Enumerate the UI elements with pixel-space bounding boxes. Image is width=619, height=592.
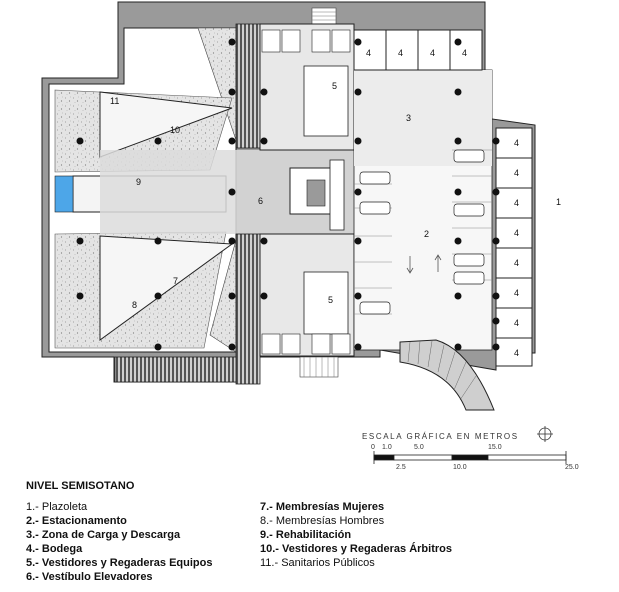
room-label-5: 5: [328, 295, 333, 305]
room-label-9: 9: [136, 177, 141, 187]
north-arrow-icon: [537, 426, 553, 442]
scale-bar: [373, 451, 567, 464]
car: [359, 201, 391, 215]
legend-title: NIVEL SEMISOTANO: [26, 480, 135, 492]
legend-item: 4.- Bodega: [26, 543, 83, 555]
car: [453, 271, 485, 285]
room-label-4: 4: [366, 48, 371, 58]
room-label-6: 6: [258, 196, 263, 206]
bodega: [495, 337, 533, 367]
ramp-north: [235, 23, 261, 149]
room-label-4: 4: [514, 168, 519, 178]
legend-left: 1.- Plazoleta 2.- Estacionamento 3.- Zon…: [26, 500, 212, 584]
room-label-7: 7: [173, 276, 178, 286]
room-label-4: 4: [514, 258, 519, 268]
legend-item: 5.- Vestidores y Regaderas Equipos: [26, 557, 213, 569]
bodega: [449, 29, 483, 71]
legend-item: 3.- Zona de Carga y Descarga: [26, 529, 181, 541]
car: [359, 301, 391, 315]
room-label-4: 4: [514, 198, 519, 208]
bodega: [495, 217, 533, 249]
room-label-2: 2: [424, 229, 429, 239]
ramp-south: [235, 233, 261, 385]
floor-plan: 1 2 3 4 4 4 4 4 4 4 4 4 4 4 4 5 5 6 7 8 …: [41, 1, 567, 464]
room-label-8: 8: [132, 300, 137, 310]
exit-ramp: [399, 339, 495, 411]
car: [453, 203, 485, 217]
room-label-4: 4: [514, 318, 519, 328]
bodega: [495, 187, 533, 219]
legend-item: 11.- Sanitarios Públicos: [260, 557, 375, 569]
scale-title: ESCALA GRÁFICA EN METROS: [362, 432, 519, 441]
legend-item: 9.- Rehabilitación: [260, 529, 352, 541]
scale-tick: 2.5: [396, 464, 406, 471]
stairs-north: [311, 7, 337, 27]
car: [359, 171, 391, 185]
car: [453, 253, 485, 267]
elevator-glass: [54, 175, 74, 213]
room-label-5: 5: [332, 81, 337, 91]
scale-tick: 25.0: [565, 464, 579, 471]
ramp-bottom: [114, 356, 237, 383]
scale-tick: 10.0: [453, 464, 467, 471]
legend-item: 8.- Membresías Hombres: [260, 515, 385, 527]
legend-right: 7.- Membresías Mujeres 8.- Membresías Ho…: [260, 500, 452, 570]
room-label-4: 4: [514, 138, 519, 148]
room-label-4: 4: [430, 48, 435, 58]
scale-tick: 15.0: [488, 444, 502, 451]
room-7-8: [99, 235, 234, 341]
room-label-11: 11: [110, 96, 119, 106]
bodega: [495, 277, 533, 309]
legend-item: 2.- Estacionamento: [26, 515, 127, 527]
scale-tick: 1.0: [382, 444, 392, 451]
room-label-10: 10: [170, 125, 180, 135]
room-label-1: 1: [556, 197, 561, 207]
room-10-11: [99, 91, 233, 158]
bodega: [495, 157, 533, 189]
scale-tick: 5.0: [414, 444, 424, 451]
legend-item: 7.- Membresías Mujeres: [260, 501, 385, 513]
room-label-3: 3: [406, 113, 411, 123]
bodega: [385, 29, 419, 71]
room-label-4: 4: [514, 228, 519, 238]
legend-item: 1.- Plazoleta: [26, 501, 88, 513]
room-label-4: 4: [462, 48, 467, 58]
stairs-south: [299, 356, 339, 378]
scale-tick: 0: [371, 444, 375, 451]
car: [453, 149, 485, 163]
legend-item: 6.- Vestíbulo Elevadores: [26, 571, 153, 583]
room-label-4: 4: [514, 288, 519, 298]
room-label-4: 4: [398, 48, 403, 58]
room-label-4: 4: [514, 348, 519, 358]
legend-item: 10.- Vestidores y Regaderas Árbitros: [260, 543, 452, 555]
